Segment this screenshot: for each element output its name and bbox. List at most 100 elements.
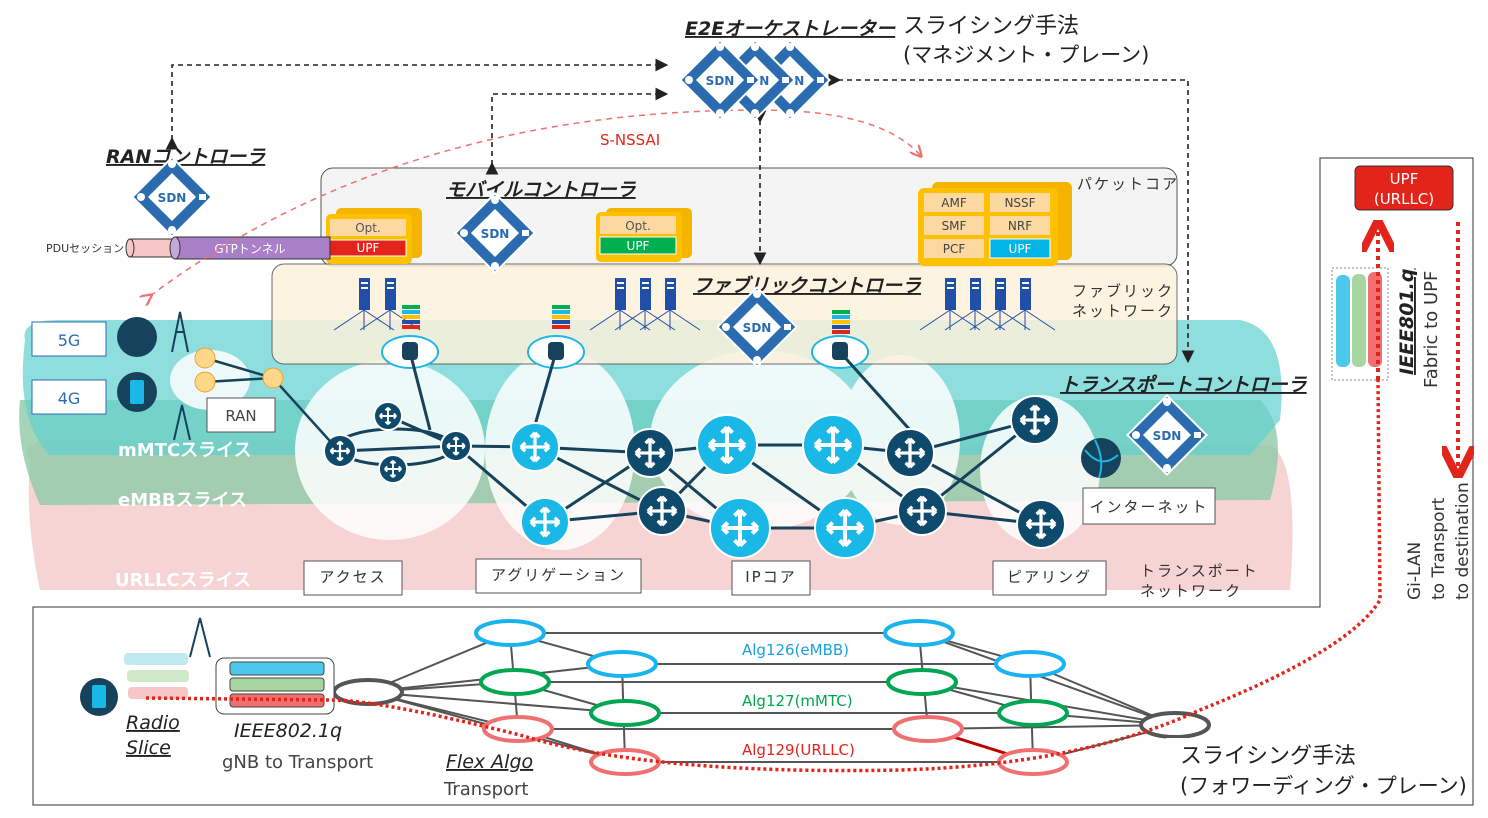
router-icon: [373, 401, 403, 431]
ran-controller-title: RANコントローラ: [106, 146, 266, 168]
fabric-to-upf-label: Fabric to UPF: [1421, 271, 1442, 388]
segment-box: [992, 560, 1107, 596]
mid-upf-stack: Opt. UPF: [596, 208, 692, 262]
svg-text:UPF: UPF: [1009, 242, 1032, 256]
flex-algo-node: [589, 699, 661, 727]
transport-controller-title: トランスポートコントローラ: [1060, 374, 1308, 396]
svg-text:SDN: SDN: [743, 321, 772, 335]
edge-router-node: [1139, 711, 1211, 739]
router-icon: [625, 428, 675, 478]
fabric-label-2: ネットワーク: [1072, 302, 1174, 320]
ran-box: [206, 397, 276, 433]
svg-text:(URLLC): (URLLC): [1374, 190, 1434, 208]
alg126-label: Alg126(eMBB): [742, 641, 849, 659]
packet-core-label: パケットコア: [1077, 175, 1179, 193]
flex-algo-node: [892, 715, 964, 743]
flex-algo-node: [479, 668, 551, 696]
segment-box: [475, 558, 642, 594]
svg-text:UPF: UPF: [357, 241, 380, 255]
flex-algo-topology: [332, 619, 1211, 776]
router-icon: [897, 486, 947, 536]
svg-text:UPF: UPF: [1390, 170, 1419, 188]
radio-slice-icon: [124, 653, 189, 699]
ran-controller-sdn-icon: SDN: [131, 156, 213, 238]
svg-text:NSSF: NSSF: [1004, 196, 1035, 210]
4g-box: [31, 379, 107, 415]
router-icon: [1010, 395, 1060, 445]
orchestrator-title: E2Eオーケストレーター: [685, 18, 896, 40]
svg-text:SDN: SDN: [481, 227, 510, 241]
flex-algo-node: [886, 668, 958, 696]
router-icon: [440, 430, 472, 462]
to-transport-label: to Transport: [1429, 497, 1449, 600]
router-icon: [520, 497, 570, 547]
iot-devices-icon: [117, 317, 157, 357]
svg-text:PCF: PCF: [943, 242, 966, 256]
mgmt-method-sub: (マネジメント・プレーン): [903, 43, 1149, 67]
slice-label: Slice: [126, 737, 171, 759]
mgmt-method-title: スライシング手法: [903, 14, 1079, 39]
flex-algo-node: [474, 619, 546, 647]
router-icon: [814, 497, 876, 559]
alg127-label: Alg127(mMTC): [742, 692, 853, 710]
sdn-orchestrator-1-icon: SDN: [679, 39, 761, 121]
flex-algo-node: [586, 650, 658, 678]
ieee801q-cable: [1331, 267, 1389, 381]
mmtc-slice-label: mMTCスライス: [118, 440, 252, 461]
flex-transport-label: Transport: [443, 779, 528, 800]
upf-urllc-box: [1354, 165, 1454, 211]
segment-label: ピアリング: [1007, 568, 1092, 586]
internet-box: [1082, 487, 1216, 525]
svg-text:SDN: SDN: [1153, 429, 1182, 443]
ran-links: [204, 356, 339, 451]
router-icon: [802, 414, 864, 476]
router-icon: [637, 486, 687, 536]
fwd-method-sub: (フォワーディング・プレーン): [1180, 774, 1467, 798]
fabric-controller-sdn-icon: SDN: [716, 286, 798, 368]
svg-text:SDN: SDN: [158, 191, 187, 205]
flex-algo-label: Flex Algo: [446, 751, 533, 773]
svg-text:5G: 5G: [58, 331, 81, 350]
router-icon: [709, 497, 771, 559]
svg-text:AMF: AMF: [941, 196, 967, 210]
embb-slice-label: eMBBスライス: [118, 490, 247, 511]
fwd-method-title: スライシング手法: [1180, 744, 1356, 769]
segment-box: [731, 560, 811, 596]
urllc-slice-label: URLLCスライス: [115, 570, 251, 591]
ieee801q-label: IEEE801.q: [1396, 269, 1418, 376]
pdu-session-label: PDUセッション: [46, 242, 124, 255]
svg-text:Opt.: Opt.: [625, 219, 651, 233]
radio-label: Radio: [126, 712, 180, 734]
svg-text:UPF: UPF: [627, 239, 650, 253]
alg129-label: Alg129(URLLC): [742, 741, 855, 759]
gtp-tunnel-label: GTPトンネル: [214, 242, 285, 256]
svg-text:Opt.: Opt.: [355, 221, 381, 235]
fabric-label-1: ファブリック: [1072, 282, 1174, 300]
frame: [32, 157, 1474, 806]
svg-text:NRF: NRF: [1008, 219, 1032, 233]
mobile-controller-title: モバイルコントローラ: [446, 179, 637, 201]
gi-lan-label: Gi-LAN: [1405, 542, 1425, 600]
small-cells: [194, 347, 284, 393]
svg-text:RAN: RAN: [225, 407, 256, 425]
svg-text:SMF: SMF: [942, 219, 967, 233]
flex-algo-node: [482, 715, 554, 743]
svg-text:SDN: SDN: [706, 74, 735, 88]
ieee8021q-cable: [215, 657, 335, 715]
router-icon: [378, 454, 408, 484]
fabric-controller-title: ファブリックコントローラ: [693, 275, 922, 297]
flex-algo-node: [994, 650, 1066, 678]
to-destination-label: to destination: [1453, 482, 1473, 600]
left-upf-stack: Opt. UPF: [326, 208, 422, 264]
router-icon: [696, 414, 758, 476]
gnb-label: gNB to Transport: [222, 752, 373, 773]
transport-net-label-2: ネットワーク: [1140, 582, 1242, 600]
segment-box: [303, 560, 403, 596]
svg-text:4G: 4G: [58, 389, 81, 408]
transport-controller-sdn-icon: SDN: [1126, 394, 1208, 476]
svg-text:インターネット: インターネット: [1089, 498, 1208, 516]
router-icon: [1016, 499, 1066, 549]
flex-algo-node: [589, 748, 661, 776]
transport-net-label-1: トランスポート: [1140, 562, 1259, 580]
